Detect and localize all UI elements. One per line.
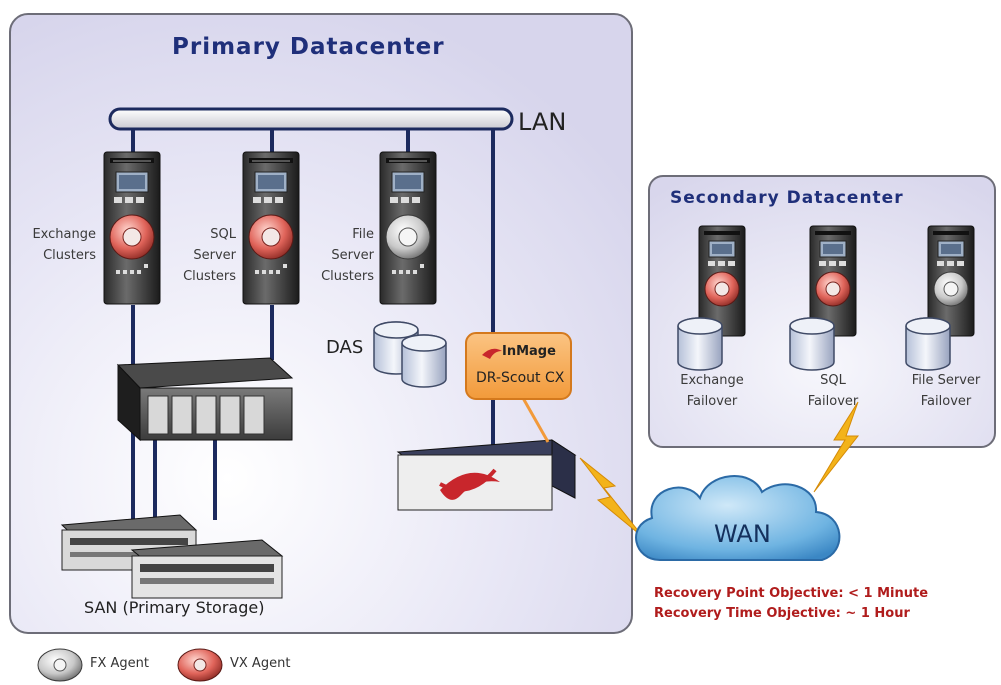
sql-failover-label: SQL Failover xyxy=(796,370,870,412)
lan-label: LAN xyxy=(518,108,567,136)
inmage-cx-appliance xyxy=(396,439,577,511)
file-server-clusters-label: File Server Clusters xyxy=(302,224,374,287)
server-file-clusters xyxy=(379,151,437,305)
label-line: Clusters xyxy=(43,248,96,263)
label-line: Failover xyxy=(807,394,859,409)
label-line: File xyxy=(352,227,374,242)
legend-vx-label: VX Agent xyxy=(230,656,291,671)
lan-bus xyxy=(108,107,514,131)
primary-datacenter-title: Primary Datacenter xyxy=(172,34,445,60)
disk-sql-failover xyxy=(789,317,835,371)
cx-label-connector xyxy=(521,397,550,443)
label-line: Failover xyxy=(686,394,738,409)
server-sql-failover xyxy=(809,225,857,337)
label-line: Server xyxy=(193,248,236,263)
server-file-failover xyxy=(927,225,975,337)
label-line: Exchange xyxy=(680,373,744,388)
server-exchange-clusters xyxy=(103,151,161,305)
label-line: File Server xyxy=(911,373,981,388)
wan-label: WAN xyxy=(714,520,771,548)
label-line: SQL xyxy=(820,373,846,388)
secondary-datacenter-title: Secondary Datacenter xyxy=(670,188,904,208)
das-label: DAS xyxy=(326,337,364,358)
legend-fx-label: FX Agent xyxy=(90,656,149,671)
cx-label-box xyxy=(465,332,572,400)
label-line: SQL xyxy=(210,227,236,242)
rto-text: Recovery Time Objective: ~ 1 Hour xyxy=(654,606,910,621)
exchange-clusters-label: Exchange Clusters xyxy=(14,224,96,266)
inmage-swoosh-icon xyxy=(482,348,502,359)
lightning-right-icon xyxy=(813,401,860,493)
cx-product-label: DR-Scout CX xyxy=(476,370,565,386)
server-exchange-failover xyxy=(698,225,746,337)
san-storage-array xyxy=(116,357,294,442)
disk-file-failover xyxy=(905,317,951,371)
label-line: Exchange xyxy=(32,227,96,242)
label-line: Clusters xyxy=(321,269,374,284)
label-line: Failover xyxy=(920,394,972,409)
legend-vx-icon xyxy=(177,648,223,682)
exchange-failover-label: Exchange Failover xyxy=(672,370,752,412)
san-switch-right xyxy=(130,539,284,599)
wan-cloud xyxy=(635,475,841,561)
rpo-text: Recovery Point Objective: < 1 Minute xyxy=(654,586,929,601)
sql-server-clusters-label: SQL Server Clusters xyxy=(166,224,236,287)
cx-brand-label: InMage xyxy=(502,344,556,359)
server-sql-clusters xyxy=(242,151,300,305)
file-server-failover-label: File Server Failover xyxy=(900,370,992,412)
label-line: Server xyxy=(331,248,374,263)
label-line: Clusters xyxy=(183,269,236,284)
legend-fx-icon xyxy=(37,648,83,682)
san-label: SAN (Primary Storage) xyxy=(84,598,265,617)
disk-exchange-failover xyxy=(677,317,723,371)
